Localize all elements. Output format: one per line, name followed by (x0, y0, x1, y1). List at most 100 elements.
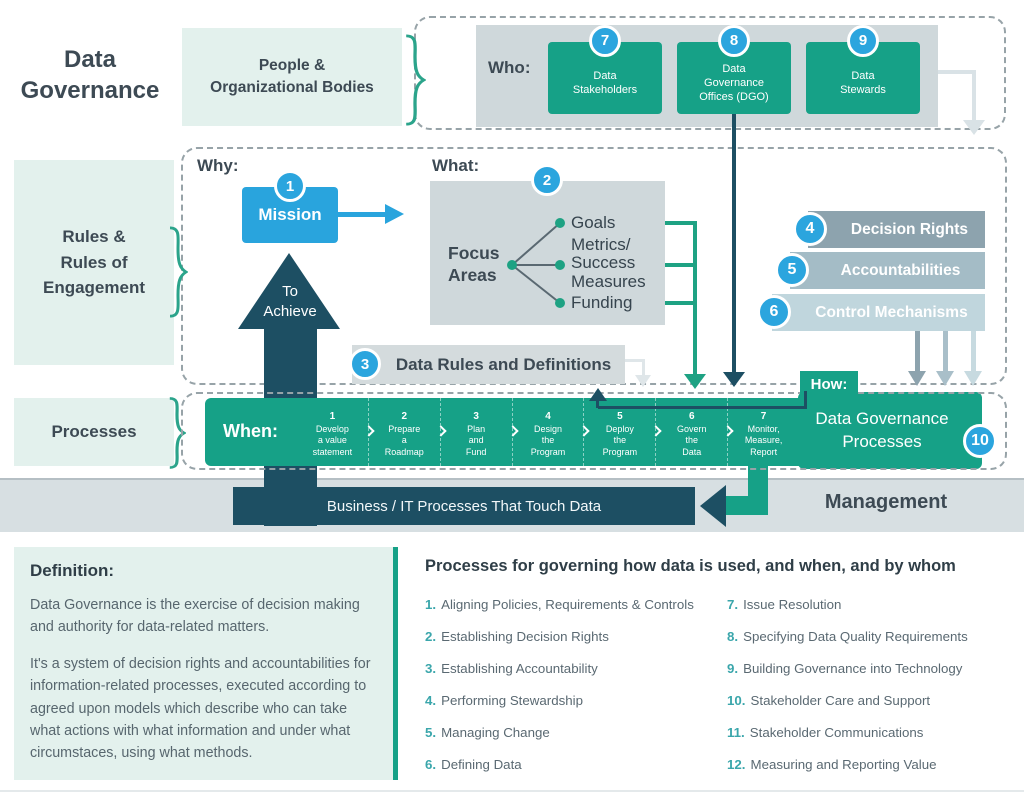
process-item-text: Issue Resolution (743, 597, 842, 612)
process-list-item: 2. Establishing Decision Rights (425, 629, 609, 644)
who-number-badge: 8 (718, 25, 750, 57)
rights-flow-arrow (915, 331, 920, 371)
rights-flow-arrow (971, 331, 976, 371)
process-item-number: 1. (425, 597, 437, 612)
who-box-stakeholders: Data Stakeholders 7 (548, 25, 662, 114)
process-list-item: 11. Stakeholder Communications (727, 725, 923, 740)
definition-paragraph: It's a system of decision rights and acc… (30, 656, 371, 761)
arrow-down-icon (723, 372, 745, 387)
when-step: 1 Develop a value statement (297, 398, 375, 466)
to-achieve-label: To Achieve (263, 283, 317, 321)
mission-arrow (338, 212, 387, 217)
when-step-number: 3 (473, 411, 479, 422)
process-list-item: 4.Performing Stewardship (425, 693, 583, 708)
how-feedback-line (598, 406, 807, 409)
why-label: Why: (197, 156, 239, 175)
how-feedback-line (596, 399, 599, 408)
who-box-label: Data Stewards (840, 69, 886, 96)
arrow-down-icon (684, 374, 706, 389)
process-item-number: 5. (425, 725, 437, 740)
decision-rights-bar: Decision Rights 4 (793, 211, 985, 248)
processes-list-heading: Processes for governing how data is used… (425, 557, 956, 575)
when-step-label: Plan and Fund (465, 424, 487, 457)
brace-icon (404, 34, 427, 131)
focus-connector (665, 221, 695, 225)
when-step-label: Design the Program (530, 424, 566, 457)
dgp-to-business-connector (726, 496, 768, 515)
process-list-item: 6.Defining Data (425, 757, 522, 772)
mission-number-badge: 1 (274, 170, 306, 202)
process-item-text: Performing Stewardship (441, 693, 583, 708)
focus-item-metrics: Metrics/ Success Measures (571, 235, 646, 291)
dg-processes-label: Data Governance Processes (815, 408, 949, 451)
how-feedback-line (804, 391, 807, 408)
arrow-left-icon (700, 485, 726, 527)
dgo-connector (732, 114, 736, 374)
when-step-number: 6 (688, 411, 695, 422)
when-step-label: Monitor, Measure, Report (744, 424, 783, 457)
who-section-frame (414, 16, 1006, 130)
arrow-down-icon (964, 371, 982, 386)
process-list-item: 5. Managing Change (425, 725, 550, 740)
bottom-hairline (0, 790, 1024, 792)
focus-connector (665, 263, 695, 267)
control-mechanisms-badge: 6 (757, 295, 791, 329)
process-item-text: Aligning Policies, Requirements & Contro… (441, 597, 694, 612)
process-item-text: Building Governance into Technology (743, 661, 963, 676)
process-item-text: Stakeholder Care and Support (750, 693, 931, 708)
when-step: 7 Monitor, Measure, Report (728, 398, 806, 466)
mission-label: Mission (258, 205, 322, 224)
business-it-label: Business / IT Processes That Touch Data (326, 497, 602, 515)
decision-rights-badge: 4 (793, 212, 827, 246)
who-box-label: Data Stakeholders (572, 69, 638, 96)
process-list-item: 10.Stakeholder Care and Support (727, 693, 930, 708)
accountabilities-bar: Accountabilities 5 (775, 252, 985, 289)
people-org-box: People & Organizational Bodies (182, 28, 402, 126)
processes-box: Processes (14, 398, 174, 466)
when-step: 2 Prepare a Roadmap (369, 398, 447, 466)
process-list-item: 1. Aligning Policies, Requirements & Cont… (425, 597, 694, 612)
when-step-number: 1 (329, 411, 336, 422)
process-list-item: 8.Specifying Data Quality Requirements (727, 629, 968, 644)
who-box-stewards: Data Stewards 9 (806, 25, 920, 114)
mission-box: Mission 1 (242, 170, 338, 243)
page-title: Data Governance (20, 46, 160, 105)
when-steps: 1 Develop a value statement 2 Prepare a … (297, 398, 806, 466)
process-item-number: 11. (727, 725, 745, 740)
data-rules-box: Data Rules and Definitions 3 (349, 345, 625, 384)
arrow-down-icon (963, 120, 985, 135)
process-item-number: 2. (425, 629, 437, 644)
process-item-number: 8. (727, 629, 739, 644)
who-flow-arrow (938, 70, 976, 74)
who-box-dgo: Data Governance Offices (DGO) 8 (677, 25, 791, 114)
how-tab: How: (800, 371, 858, 397)
when-step-number: 7 (760, 411, 767, 422)
data-rules-flow-arrow (642, 359, 645, 377)
who-flow-arrow (972, 70, 976, 122)
when-step: 6 Govern the Data (656, 398, 734, 466)
process-list-item: 7. Issue Resolution (727, 597, 841, 612)
process-item-number: 9. (727, 661, 739, 676)
dg-processes-box: Data Governance Processes (798, 392, 982, 469)
data-rules-flow-arrow (625, 359, 645, 362)
when-step-label: Govern the Data (676, 424, 707, 457)
process-item-text: Establishing Decision Rights (441, 629, 609, 644)
when-step-label: Deploy the Program (602, 424, 638, 457)
focus-areas-box: 2 Focus Areas Goals Metrics/ Success Mea… (430, 164, 665, 325)
process-item-text: Managing Change (441, 725, 550, 740)
when-step: 4 Design the Program (513, 398, 591, 466)
process-item-number: 7. (727, 597, 739, 612)
focus-number-badge: 2 (531, 164, 563, 196)
who-number-badge: 9 (847, 25, 879, 57)
brace-icon (168, 226, 189, 323)
management-label: Management (824, 491, 948, 513)
process-list-item: 3.Establishing Accountability (425, 661, 598, 676)
data-rules-badge: 3 (349, 348, 381, 380)
what-label: What: (432, 156, 480, 175)
focus-connector (665, 301, 695, 305)
who-number-badge: 7 (589, 25, 621, 57)
dg-processes-badge: 10 (963, 424, 997, 458)
process-item-text: Defining Data (441, 757, 522, 772)
process-item-text: Stakeholder Communications (749, 725, 924, 740)
